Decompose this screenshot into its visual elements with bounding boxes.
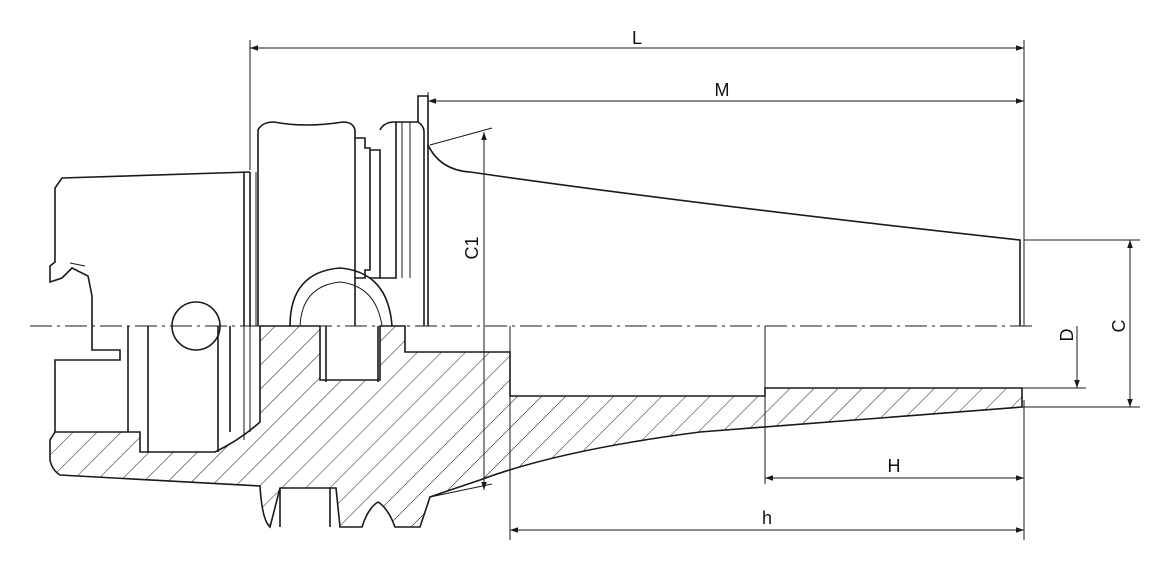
label-H: H (888, 456, 901, 476)
label-D: D (1057, 329, 1077, 342)
upper-outline (49, 95, 1025, 351)
label-C: C (1109, 320, 1129, 333)
label-C1: C1 (462, 236, 482, 259)
lower-section (49, 325, 1023, 529)
label-h: h (762, 508, 772, 528)
label-M: M (715, 80, 730, 100)
dimensions (249, 40, 1140, 540)
label-L: L (632, 28, 642, 48)
